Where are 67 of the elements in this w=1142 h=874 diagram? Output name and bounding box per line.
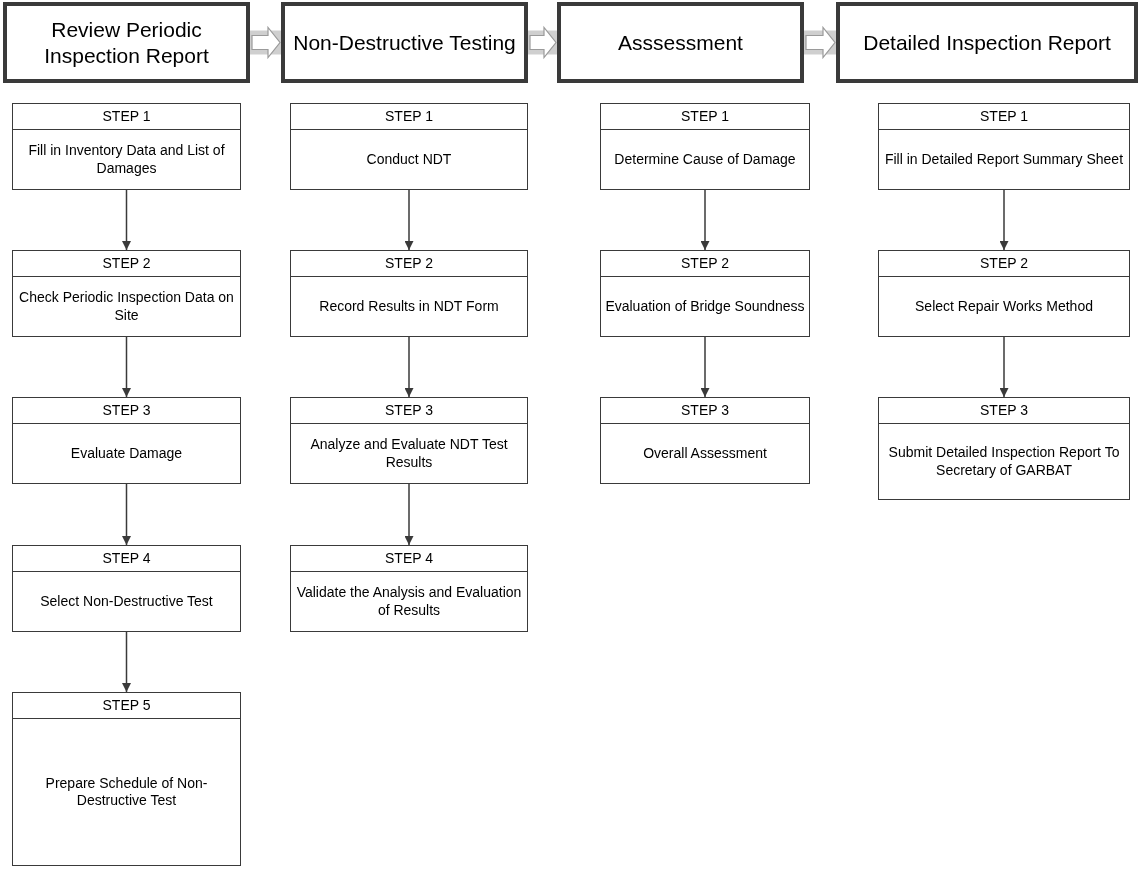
step-text: Analyze and Evaluate NDT Test Results	[309, 436, 509, 471]
step-number: STEP 4	[102, 549, 151, 568]
block-arrow	[805, 25, 836, 60]
step-number: STEP 2	[980, 254, 1028, 273]
step-text: Determine Cause of Damage	[614, 150, 796, 169]
arrow	[999, 189, 1009, 251]
step-number: STEP 1	[681, 107, 729, 126]
phase-title: Detailed Inspection Report	[863, 29, 1111, 56]
arrow	[404, 189, 414, 251]
phase-box	[3, 2, 250, 83]
step-number: STEP 4	[385, 549, 433, 568]
step-number: STEP 1	[102, 107, 151, 126]
step-text: Record Results in NDT Form	[319, 297, 499, 316]
step-text: Fill in Inventory Data and List of Damages	[27, 142, 226, 177]
phase-box	[557, 2, 804, 83]
step-text: Select Repair Works Method	[915, 297, 1093, 316]
arrow	[122, 189, 131, 251]
phase-title: Non-Destructive Testing	[293, 29, 516, 56]
step-box	[12, 692, 241, 866]
step-number: STEP 2	[385, 254, 433, 273]
step-box	[878, 250, 1130, 337]
step-text: Evaluation of Bridge Soundness	[605, 297, 805, 316]
step-number: STEP 2	[681, 254, 729, 273]
step-text: Conduct NDT	[366, 150, 452, 169]
step-box	[878, 103, 1130, 190]
step-text: Fill in Detailed Report Summary Sheet	[884, 150, 1124, 169]
step-box	[878, 397, 1130, 500]
step-box	[600, 103, 810, 190]
step-text: Prepare Schedule of Non-Destructive Test	[44, 774, 209, 810]
step-number: STEP 3	[385, 401, 433, 420]
step-number: STEP 1	[385, 107, 433, 126]
arrow	[122, 483, 131, 546]
step-text: Check Periodic Inspection Data on Site	[18, 289, 235, 324]
phase-box	[836, 2, 1138, 83]
step-number: STEP 1	[980, 107, 1028, 126]
step-box	[600, 397, 810, 484]
step-text: Submit Detailed Inspection Report To Secretary of GARBAT	[887, 444, 1121, 479]
arrow	[122, 336, 131, 398]
arrow	[404, 336, 414, 398]
arrow	[404, 483, 414, 546]
phase-title: Review Periodic Inspection Report	[43, 17, 210, 68]
step-number: STEP 3	[102, 401, 151, 420]
step-text: Overall Assessment	[643, 444, 767, 463]
step-number: STEP 3	[980, 401, 1028, 420]
step-box	[12, 103, 241, 190]
step-box	[290, 103, 528, 190]
step-number: STEP 5	[102, 696, 151, 715]
step-number: STEP 3	[681, 401, 729, 420]
arrow	[122, 631, 131, 693]
arrow	[999, 336, 1009, 398]
step-number: STEP 2	[102, 254, 151, 273]
step-text: Select Non-Destructive Test	[40, 592, 213, 611]
step-box	[290, 545, 528, 632]
arrow	[700, 189, 710, 251]
step-text: Evaluate Damage	[70, 444, 183, 463]
step-box	[290, 250, 528, 337]
phase-box	[281, 2, 528, 83]
block-arrow	[529, 25, 557, 60]
step-box	[600, 250, 810, 337]
step-box	[12, 250, 241, 337]
block-arrow	[251, 25, 281, 60]
step-box	[12, 545, 241, 632]
arrow	[700, 336, 710, 398]
phase-title: Asssessment	[618, 29, 743, 56]
step-text: Validate the Analysis and Evaluation of Results	[295, 584, 523, 619]
step-box	[12, 397, 241, 484]
step-box	[290, 397, 528, 484]
